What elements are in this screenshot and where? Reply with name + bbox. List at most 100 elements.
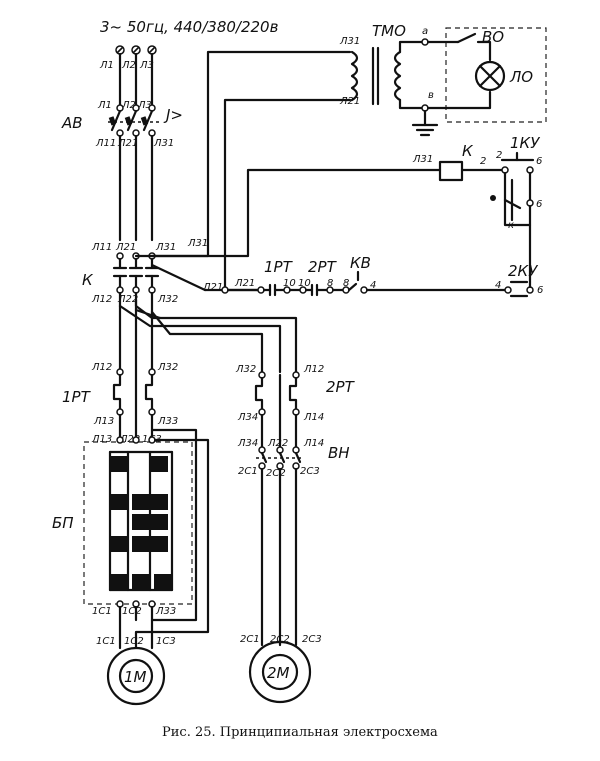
svg-text:Л34: Л34 [237, 412, 258, 423]
svg-text:1С1: 1С1 [96, 636, 116, 647]
svg-text:Л12: Л12 [91, 362, 112, 373]
brake-block-outputs [116, 600, 156, 650]
svg-text:2С2: 2С2 [270, 634, 290, 645]
svg-text:6: 6 [536, 156, 542, 167]
thermo-relay-1-control-label: 1РТ [264, 258, 294, 276]
svg-text:4: 4 [495, 280, 501, 291]
button-1-label: 1КУ [510, 134, 540, 152]
svg-text:Л22: Л22 [119, 434, 140, 445]
svg-text:Л11: Л11 [91, 242, 112, 253]
svg-text:2С2: 2С2 [266, 468, 286, 479]
control-wires [134, 50, 442, 292]
svg-text:2С3: 2С3 [300, 466, 320, 477]
svg-text:2С1: 2С1 [240, 634, 260, 645]
motor-1-icon [106, 646, 166, 706]
svg-text:1С2: 1С2 [124, 636, 144, 647]
svg-text:10: 10 [298, 278, 311, 289]
lamp-icon [474, 60, 506, 92]
limit-switch-label: КВ [350, 254, 371, 272]
svg-text:Л31: Л31 [155, 242, 176, 253]
svg-text:к: к [508, 220, 514, 231]
button-1ku [500, 151, 535, 227]
svg-text:8: 8 [327, 278, 333, 289]
switch-label: ВО [482, 28, 504, 46]
svg-text:Л3: Л3 [137, 100, 152, 111]
lamp-label: ЛО [509, 68, 533, 86]
thermo-relay-2-control-label: 2РТ [308, 258, 338, 276]
selector-vn [256, 446, 304, 647]
brake-block-terminals [108, 428, 210, 650]
svg-text:Л11: Л11 [95, 138, 116, 149]
coil-label: К [462, 142, 474, 160]
svg-text:Л21: Л21 [202, 282, 223, 293]
svg-text:Л22: Л22 [267, 438, 288, 449]
svg-text:8: 8 [343, 278, 349, 289]
svg-text:2С1: 2С1 [238, 466, 258, 477]
svg-text:2: 2 [496, 150, 502, 161]
svg-text:в: в [428, 90, 434, 101]
figure-caption: Рис. 25. Принципиальная электросхема [162, 725, 438, 740]
svg-text:Л33: Л33 [157, 416, 178, 427]
svg-text:6: 6 [537, 285, 543, 296]
svg-text:Л31: Л31 [339, 36, 360, 47]
svg-text:Л1: Л1 [99, 60, 114, 71]
breaker-contacts [108, 104, 160, 137]
lighting-circuit [426, 32, 492, 110]
svg-text:Л14: Л14 [303, 412, 324, 423]
motor-2-label: 2М [267, 664, 290, 682]
lighting-box [445, 27, 547, 123]
svg-text:Л31: Л31 [153, 138, 174, 149]
svg-text:Л31: Л31 [412, 154, 433, 165]
breaker-label: АВ [61, 114, 83, 132]
svg-text:1С2: 1С2 [122, 606, 142, 617]
svg-text:1С1: 1С1 [92, 606, 112, 617]
svg-text:Л32: Л32 [235, 364, 256, 375]
thermo-relay-2-heaters [254, 371, 300, 450]
thermo-relay-1-label: 1РТ [62, 388, 92, 406]
thermo-relay-2-label: 2РТ [326, 378, 356, 396]
svg-text:Л21: Л21 [115, 242, 136, 253]
svg-text:4: 4 [370, 280, 376, 291]
rectifier-diodes [110, 456, 172, 590]
svg-text:а: а [422, 26, 428, 37]
svg-text:2: 2 [480, 156, 486, 167]
svg-text:Л21: Л21 [117, 138, 138, 149]
supply-terminals [115, 45, 157, 55]
svg-text:Л32: Л32 [157, 294, 178, 305]
supply-label: 3~ 50гц, 440/380/220в [100, 18, 279, 36]
svg-text:Л32: Л32 [157, 362, 178, 373]
svg-text:Л2: Л2 [121, 60, 136, 71]
svg-text:Л1: Л1 [97, 100, 112, 111]
svg-text:Л12: Л12 [303, 364, 324, 375]
selector-label: ВН [328, 444, 350, 462]
contactor-main-contacts [112, 252, 160, 294]
thermo-relay-1-heaters [112, 298, 156, 438]
coil-k [438, 160, 464, 182]
motor-2-icon [248, 640, 312, 704]
svg-text:Л3: Л3 [139, 60, 154, 71]
ground-icon [411, 109, 439, 137]
svg-text:Л13: Л13 [93, 416, 114, 427]
breaker-mark: J> [163, 106, 183, 124]
svg-text:Л21: Л21 [339, 96, 360, 107]
svg-text:6: 6 [536, 199, 542, 210]
svg-text:Л14: Л14 [303, 438, 324, 449]
control-line [221, 270, 534, 298]
contactor-label: К [82, 271, 94, 289]
transformer-label: ТМО [372, 22, 406, 40]
svg-text:Л21: Л21 [234, 278, 255, 289]
svg-text:Л22: Л22 [117, 294, 138, 305]
brake-block-label: БП [52, 514, 74, 532]
svg-text:Л31: Л31 [187, 238, 208, 249]
svg-text:1С3: 1С3 [156, 636, 176, 647]
svg-text:Л33: Л33 [155, 606, 176, 617]
motor-1-label: 1М [124, 668, 147, 686]
svg-text:Л12: Л12 [91, 294, 112, 305]
button-2-label: 2КУ [508, 262, 538, 280]
svg-text:2С3: 2С3 [302, 634, 322, 645]
svg-text:Л13: Л13 [91, 434, 112, 445]
phase-lines [118, 52, 154, 106]
transformer-tmo [350, 38, 429, 112]
svg-text:Л34: Л34 [237, 438, 258, 449]
